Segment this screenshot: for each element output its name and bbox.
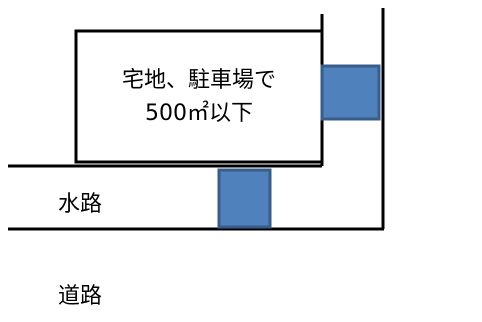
- road-label: 道路: [58, 284, 103, 309]
- waterway-blue-box: [217, 168, 272, 229]
- plot-rectangle: [74, 29, 324, 164]
- plot-label: 宅地、駐車場で 500㎡以下: [76, 64, 322, 130]
- waterway-label: 水路: [58, 192, 103, 217]
- right-blue-box: [320, 64, 381, 121]
- plot-label-line2: 500㎡以下: [145, 101, 253, 126]
- plot-label-line1: 宅地、駐車場で: [121, 68, 276, 93]
